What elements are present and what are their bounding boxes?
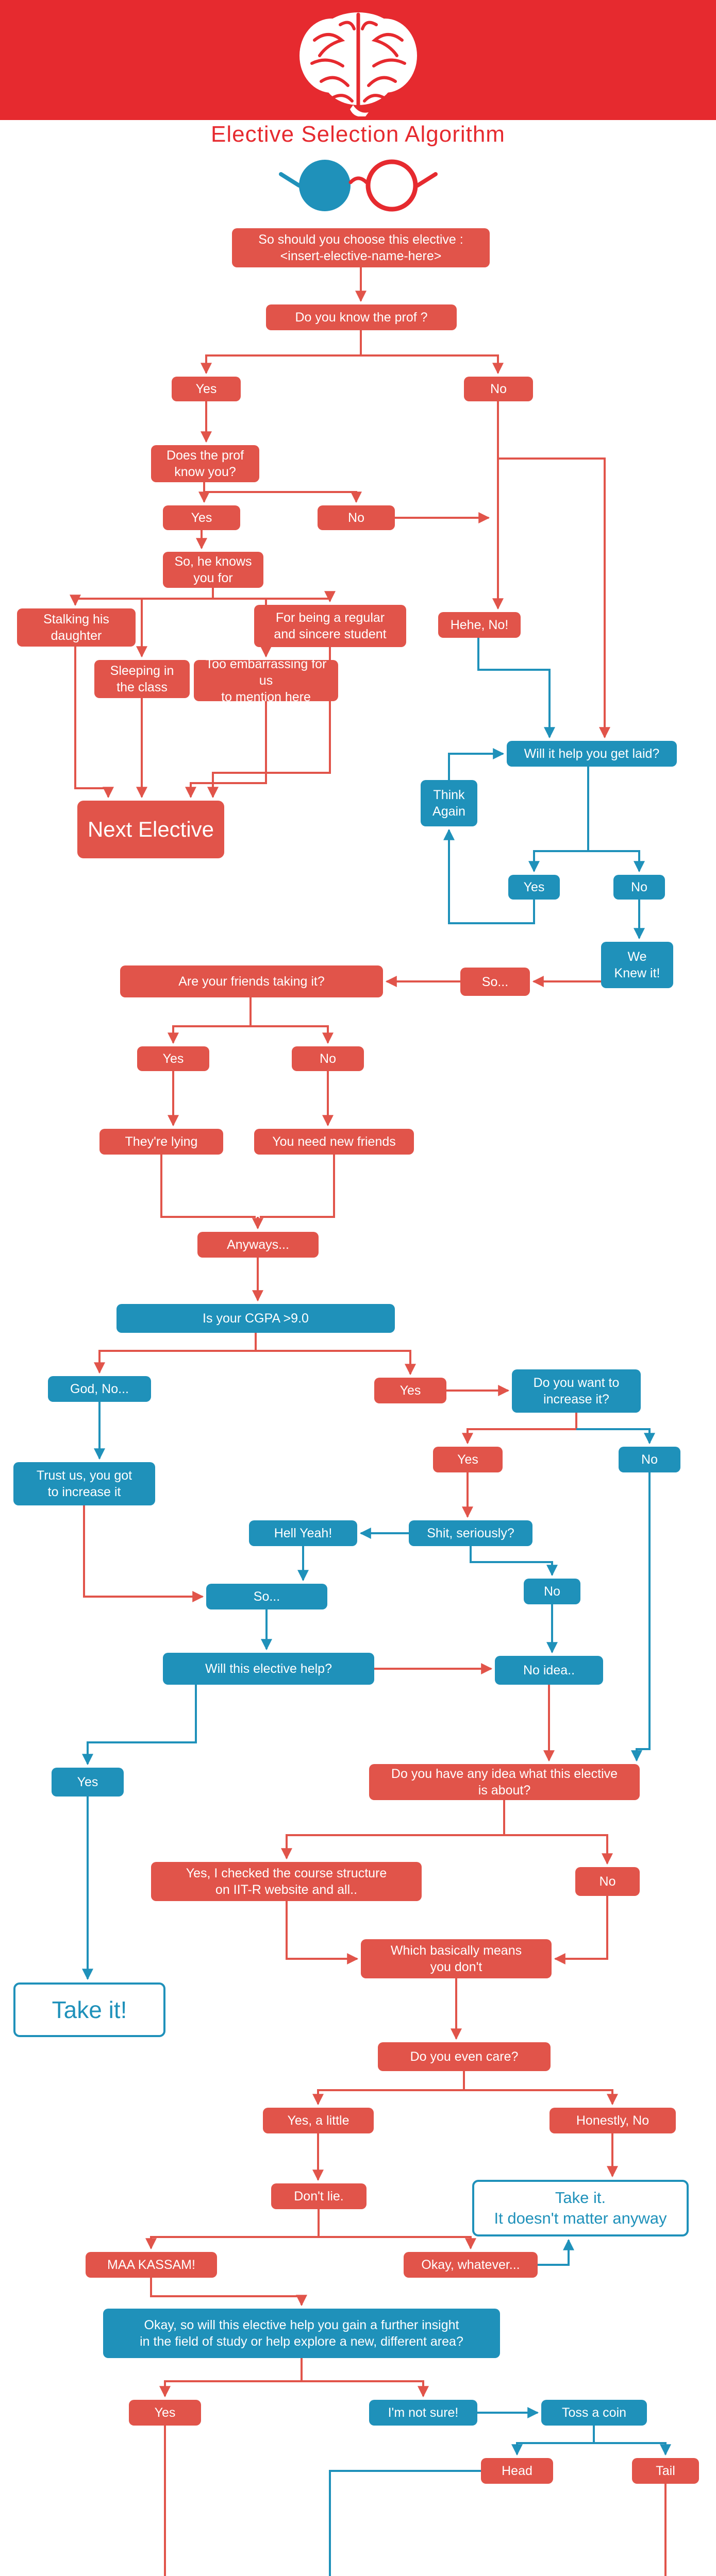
node-honestly-no: Honestly, No [550,2108,676,2133]
node-no-3: No [292,1046,364,1071]
node-so-2: So... [206,1584,327,1609]
node-head: Head [481,2458,553,2484]
node-hehe-no: Hehe, No! [438,612,521,638]
node-sleeping: Sleeping in the class [94,660,190,698]
node-want-increase: Do you want to increase it? [512,1369,641,1413]
node-yes-4: Yes [374,1378,446,1403]
node-take-it-1: Take it! [13,1982,165,2037]
node-will-help: Will this elective help? [163,1653,374,1685]
node-intro: So should you choose this elective : <in… [232,228,490,267]
node-no-6: No [575,1867,640,1896]
spectacles-icon [279,159,438,212]
node-think-again: Think Again [421,780,477,826]
node-checked-structure: Yes, I checked the course structure on I… [151,1862,422,1901]
node-yes-little: Yes, a little [263,2108,374,2133]
node-even-care: Do you even care? [378,2042,551,2071]
node-we-knew-it: We Knew it! [601,942,673,988]
node-friends-taking: Are your friends taking it? [120,965,383,997]
node-yes-7: Yes [129,2400,201,2426]
header-banner [0,0,716,120]
node-embarrassing: Too embarrassing for us to mention here [194,657,338,704]
node-big-question: Okay, so will this elective help you gai… [103,2309,500,2358]
node-regular-student: For being a regular and sincere student [254,605,406,647]
node-next-elective-1: Next Elective [77,801,224,858]
node-theyre-lying: They're lying [99,1129,223,1155]
node-shit-seriously: Shit, seriously? [409,1520,532,1546]
page-title: Elective Selection Algorithm [211,122,505,147]
node-know-prof: Do you know the prof ? [266,304,457,330]
node-not-sure: I'm not sure! [369,2400,477,2426]
node-cgpa: Is your CGPA >9.0 [116,1304,395,1333]
node-okay-whatever: Okay, whatever... [404,2252,538,2278]
node-yes-2: Yes [163,505,240,530]
node-trust-us: Trust us, you got to increase it [13,1462,155,1505]
node-anyways: Anyways... [197,1232,319,1258]
node-no-idea: No idea.. [495,1656,603,1685]
node-yes-3: Yes [137,1046,209,1071]
node-no-laid: No [613,875,665,900]
node-hell-yeah: Hell Yeah! [249,1520,357,1546]
node-get-laid: Will it help you get laid? [507,741,677,767]
node-no-1: No [464,377,533,401]
node-yes-5: Yes [433,1447,503,1472]
node-so-1: So... [460,968,530,996]
node-no-4: No [619,1447,680,1472]
node-maa-kassam: MAA KASSAM! [86,2252,217,2278]
node-no-2: No [318,505,395,530]
node-which-means: Which basically means you don't [361,1939,552,1978]
node-new-friends: You need new friends [254,1129,414,1155]
node-dont-lie: Don't lie. [271,2183,367,2209]
node-prof-know: Does the prof know you? [151,445,259,482]
node-stalking: Stalking his daughter [17,608,136,647]
node-yes-laid: Yes [508,875,560,900]
node-yes-6: Yes [52,1768,124,1797]
node-tail: Tail [632,2458,699,2484]
node-knows-for: So, he knows you for [163,552,263,588]
node-toss-coin: Toss a coin [541,2400,647,2426]
node-take-it-2: Take it. It doesn't matter anyway [472,2180,689,2236]
node-yes-1: Yes [172,377,241,401]
node-no-5: No [524,1579,580,1604]
node-god-no: God, No... [48,1376,151,1402]
node-any-idea: Do you have any idea what this elective … [369,1764,640,1800]
